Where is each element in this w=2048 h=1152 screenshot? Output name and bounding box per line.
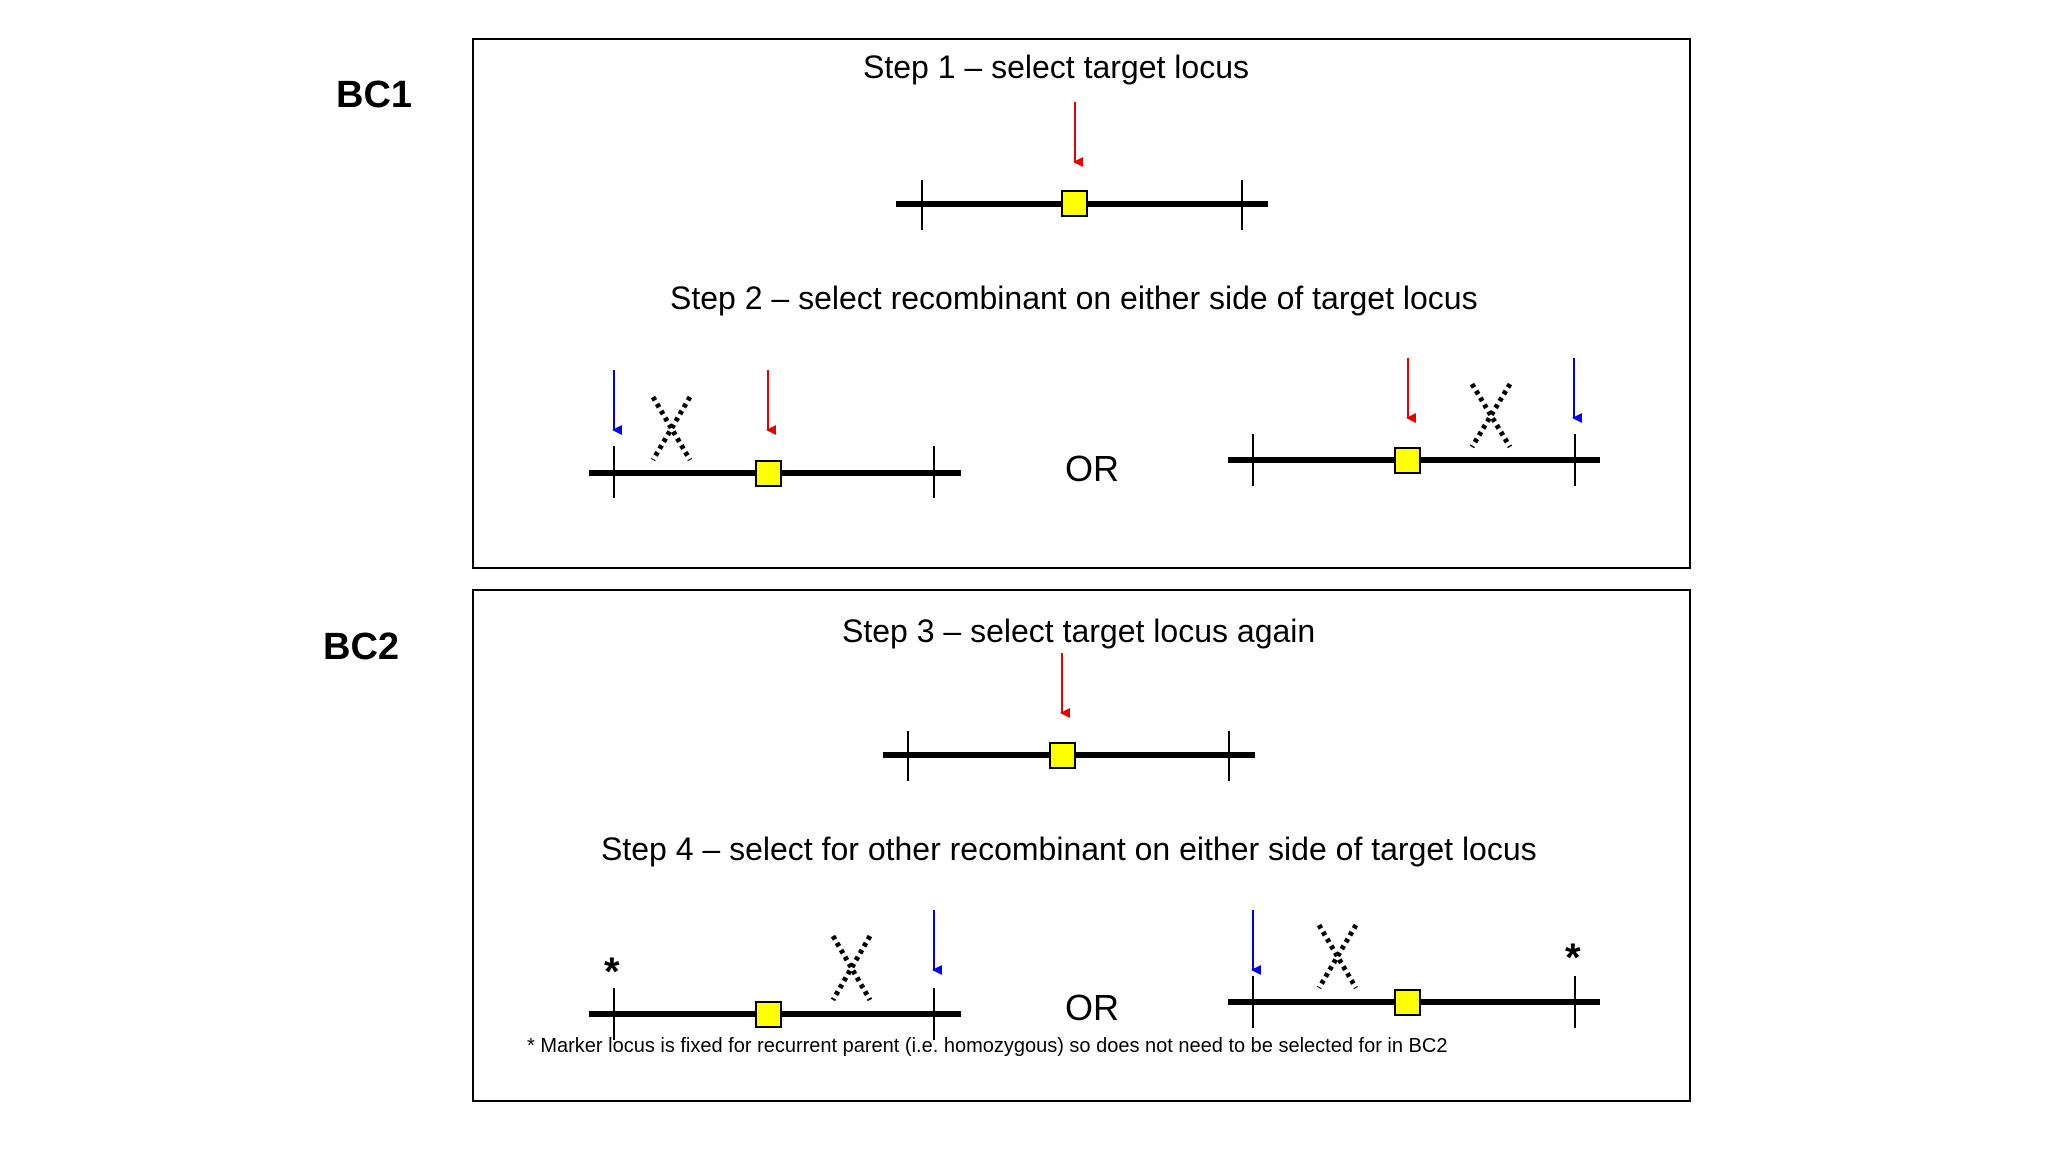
bc1-label: BC1: [336, 74, 413, 116]
fixed-marker-star-right: *: [1565, 936, 1581, 980]
crossover-icon: [1469, 382, 1513, 449]
target-locus-box: [1061, 190, 1088, 217]
bc2-or-text: OR: [1065, 987, 1119, 1028]
step2-text: Step 2 – select recombinant on either si…: [670, 280, 1478, 316]
crossover-icon: [1316, 923, 1359, 990]
step2-right-chromosome: [1228, 358, 1600, 486]
fixed-marker-star-left: *: [604, 950, 620, 994]
step4-left-chromosome: [589, 910, 961, 1040]
bc1-panel: [472, 38, 1691, 569]
target-locus-box: [755, 1001, 782, 1028]
bc1-or-text: OR: [1065, 448, 1119, 489]
step3-text: Step 3 – select target locus again: [842, 613, 1316, 649]
step4-text: Step 4 – select for other recombinant on…: [601, 831, 1537, 867]
target-locus-box: [1394, 989, 1421, 1016]
step1-text: Step 1 – select target locus: [863, 49, 1249, 85]
crossover-icon: [830, 934, 873, 1002]
footnote-text: * Marker locus is fixed for recurrent pa…: [527, 1035, 1448, 1057]
step3-chromosome: [883, 653, 1255, 781]
target-locus-box: [1049, 742, 1076, 769]
target-locus-box: [755, 460, 782, 487]
step4-right-chromosome: [1228, 910, 1600, 1028]
target-locus-box: [1394, 447, 1421, 474]
step2-left-chromosome: [589, 370, 961, 498]
crossover-icon: [650, 395, 693, 462]
step1-chromosome: [896, 102, 1268, 230]
bc2-label: BC2: [323, 626, 400, 668]
